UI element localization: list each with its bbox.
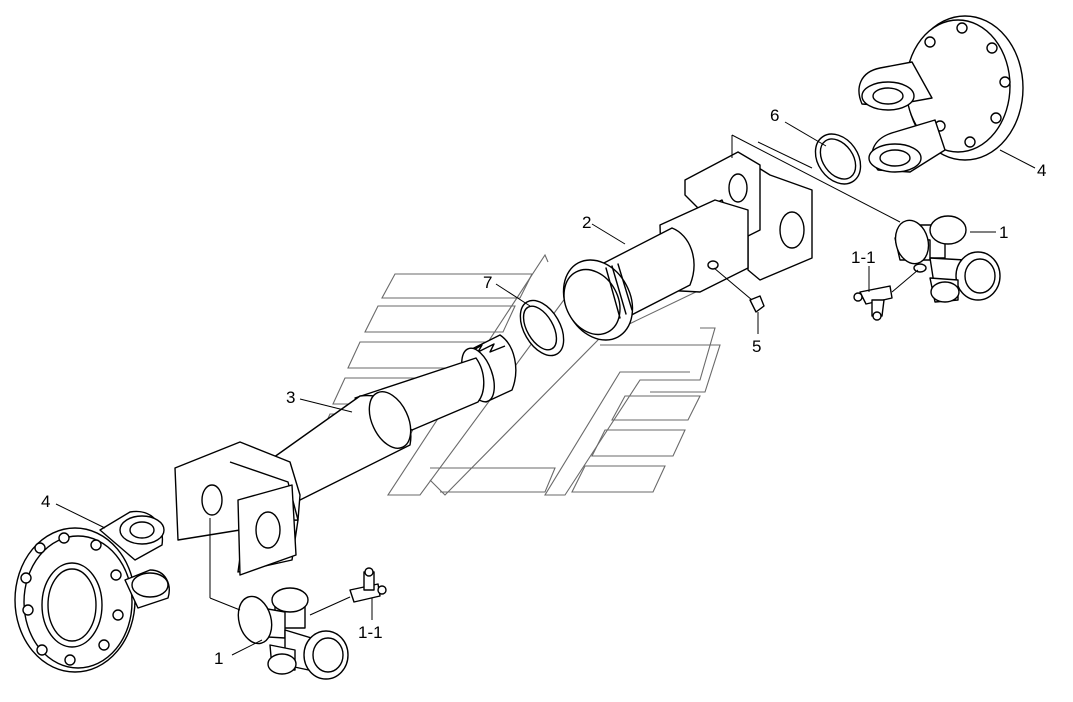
callout-4-left: 4: [41, 492, 50, 511]
grease-nipple: [713, 267, 765, 313]
grease-fitting-right: [853, 285, 893, 321]
seal-ring: [814, 133, 862, 185]
splined-shaft: [174, 334, 517, 576]
callout-5: 5: [752, 337, 761, 356]
callout-1-1-right: 1-1: [851, 248, 876, 267]
callout-leaders: [55, 121, 1036, 656]
callout-6: 6: [770, 106, 779, 125]
callout-3: 3: [286, 388, 295, 407]
sleeve-yoke: [562, 151, 813, 341]
flange-yoke-right: [858, 15, 1024, 173]
callout-1-right: 1: [999, 223, 1008, 242]
cross-spider-right: [894, 215, 1001, 303]
ring-7: [519, 299, 565, 357]
callout-7: 7: [483, 273, 492, 292]
cross-spider-left: [237, 587, 349, 680]
assembly-lines: [209, 134, 919, 616]
callout-labels: 6 4 1 1-1 2 7 5 3 4 1 1-1: [41, 106, 1046, 668]
callout-2: 2: [582, 213, 591, 232]
callout-1-1-left: 1-1: [358, 623, 383, 642]
callout-1-left: 1: [214, 649, 223, 668]
grease-fitting-left: [349, 567, 387, 603]
callout-4-right: 4: [1037, 161, 1046, 180]
flange-yoke-left: [14, 510, 170, 673]
